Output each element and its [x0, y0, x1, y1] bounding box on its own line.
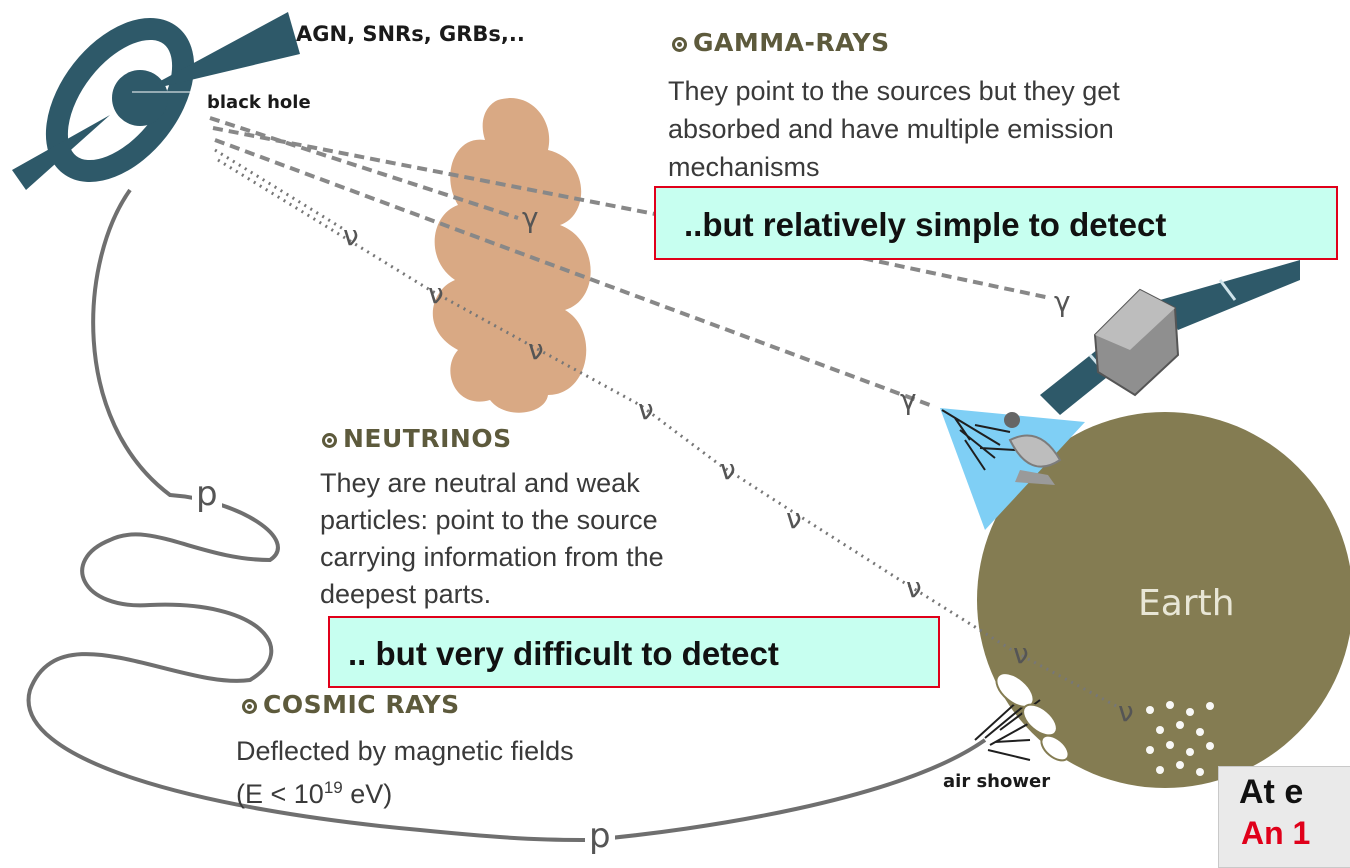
cosmic-line-2-suffix: eV) [342, 779, 393, 809]
gamma-symbol-cloud: γ [522, 201, 539, 234]
gamma-cone [940, 408, 1085, 530]
gamma-line-1: They point to the sources but they get [668, 76, 1120, 106]
gamma-heading: GAMMA-RAYS [672, 28, 890, 57]
gamma-shower [941, 409, 1016, 471]
air-shower-branches [974, 689, 1041, 761]
surface-detectors [995, 672, 1070, 762]
nu-symbol-6: ν [786, 502, 802, 535]
satellite [1040, 260, 1300, 415]
nu-symbol-7: ν [906, 571, 922, 604]
earth-globe [977, 412, 1350, 788]
cosmic-heading: COSMIC RAYS [242, 690, 460, 719]
footer-line-2: An 1 [1241, 815, 1311, 851]
neutrinos-heading: NEUTRINOS [322, 424, 512, 453]
footer-note-box: At e An 1 [1218, 766, 1350, 868]
nu-symbol-5: ν [720, 453, 736, 486]
gamma-line-2: absorbed and have multiple emission [668, 114, 1114, 144]
gamma-symbol-satellite: γ [1054, 285, 1071, 318]
neutrino-callout: .. but very difficult to detect [328, 616, 940, 688]
proton-symbol-1: p [192, 477, 222, 511]
proton-symbol-2: p [585, 819, 615, 853]
cosmic-ray-path [26, 188, 987, 843]
ground-telescope [1004, 412, 1062, 485]
gas-cloud [432, 98, 591, 413]
gamma-symbol-earth: γ [900, 383, 917, 416]
cosmic-line-2-exponent: 19 [323, 778, 343, 797]
bullet-icon [242, 699, 257, 714]
gamma-heading-text: GAMMA-RAYS [693, 28, 890, 57]
air-shower-label: air shower [943, 771, 1051, 792]
footer-line-1: At e [1239, 773, 1304, 811]
bullet-icon [322, 433, 337, 448]
nu-symbol-8: ν [1013, 637, 1029, 670]
cosmic-heading-text: COSMIC RAYS [263, 690, 460, 719]
cosmic-line-2-prefix: (E < 10 [236, 779, 324, 809]
neutrino-detector-grid [1146, 701, 1214, 776]
neutrinos-line-1: They are neutral and weak [320, 468, 640, 498]
nu-symbol-1: ν [343, 219, 359, 252]
neutrinos-heading-text: NEUTRINOS [343, 424, 512, 453]
neutrino-paths [214, 148, 1121, 710]
source-list-label: AGN, SNRs, GRBs,.. [296, 22, 525, 46]
cosmic-line-1: Deflected by magnetic fields [236, 736, 574, 766]
black-hole-source [12, 12, 300, 190]
nu-symbol-9: ν [1118, 695, 1134, 728]
nu-symbol-3: ν [528, 333, 544, 366]
neutrinos-line-3: carrying information from the [320, 542, 664, 572]
gamma-line-3: mechanisms [668, 152, 820, 182]
earth-label: Earth [1138, 583, 1235, 624]
cosmic-line-2: (E < 1019 eV) [236, 770, 392, 812]
nu-symbol-4: ν [638, 393, 654, 426]
neutrinos-line-2: particles: point to the source [320, 505, 658, 535]
neutrinos-line-4: deepest parts. [320, 579, 492, 609]
nu-symbol-2: ν [428, 277, 444, 310]
black-hole-label: black hole [207, 92, 311, 113]
bullet-icon [672, 37, 687, 52]
gamma-callout: ..but relatively simple to detect [654, 186, 1338, 260]
